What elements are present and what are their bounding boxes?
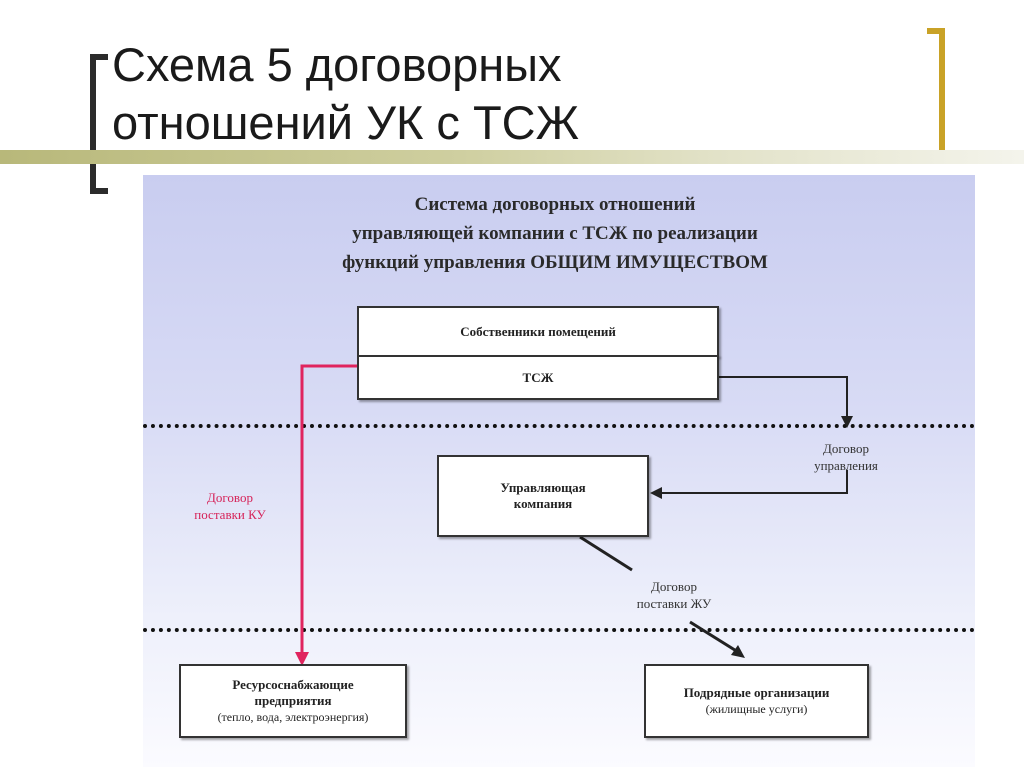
dotted-divider xyxy=(143,628,975,632)
node-resource-suppliers-label: Ресурсоснабжающие xyxy=(232,677,354,692)
node-resource-suppliers: Ресурсоснабжающие предприятия (тепло, во… xyxy=(179,664,407,738)
node-resource-suppliers-label: предприятия xyxy=(254,693,332,708)
title-underline xyxy=(0,150,1024,164)
edge-label-management-contract: Договор управления xyxy=(786,440,906,474)
edge-label-line: поставки КУ xyxy=(194,507,266,522)
housing-contract-connector-top xyxy=(579,535,633,572)
slide-title-line: отношений УК с ТСЖ xyxy=(112,96,579,149)
management-contract-arrowhead-down xyxy=(841,416,853,428)
node-contractors-label: Подрядные организации xyxy=(683,685,830,700)
edge-label-line: Договор xyxy=(651,579,697,594)
housing-contract-arrowhead xyxy=(731,645,745,658)
node-contractors-note: (жилищные услуги) xyxy=(705,702,808,716)
diagram-heading-line: функций управления ОБЩИМ ИМУЩЕСТВОМ xyxy=(342,252,768,273)
diagram-heading: Система договорных отношений управляющей… xyxy=(270,190,840,277)
edge-label-line: Договор xyxy=(823,441,869,456)
utility-contract-connector xyxy=(300,364,357,663)
dotted-divider xyxy=(143,424,975,428)
node-hoa: ТСЖ xyxy=(357,355,719,400)
node-management-company-label: Управляющая xyxy=(500,480,586,495)
slide-title: Схема 5 договорных отношений УК с ТСЖ xyxy=(112,36,872,152)
node-owners: Собственники помещений xyxy=(357,306,719,357)
management-contract-arrowhead-left xyxy=(650,487,662,499)
slide-title-line: Схема 5 договорных xyxy=(112,38,562,91)
node-owners-label: Собственники помещений xyxy=(460,323,616,339)
node-resource-suppliers-note: (тепло, вода, электроэнергия) xyxy=(217,710,369,724)
node-management-company: Управляющая компания xyxy=(437,455,649,537)
edge-label-line: поставки ЖУ xyxy=(636,596,712,611)
diagram-heading-line: управляющей компании с ТСЖ по реализации xyxy=(352,223,758,244)
housing-contract-connector-bottom xyxy=(689,620,739,654)
left-bracket-decoration xyxy=(90,54,108,194)
node-hoa-label: ТСЖ xyxy=(522,369,554,385)
management-contract-connector-top xyxy=(717,376,848,425)
node-contractors: Подрядные организации (жилищные услуги) xyxy=(644,664,869,738)
management-contract-connector-bottom xyxy=(660,470,848,494)
node-management-company-label: компания xyxy=(513,496,573,511)
edge-label-housing-supply-contract: Договор поставки ЖУ xyxy=(612,578,736,612)
edge-label-line: Договор xyxy=(207,490,253,505)
edge-label-line: управления xyxy=(814,458,878,473)
edge-label-utility-supply-contract: Договор поставки КУ xyxy=(170,489,290,523)
utility-contract-arrowhead xyxy=(295,652,309,666)
diagram-heading-line: Система договорных отношений xyxy=(414,194,696,215)
